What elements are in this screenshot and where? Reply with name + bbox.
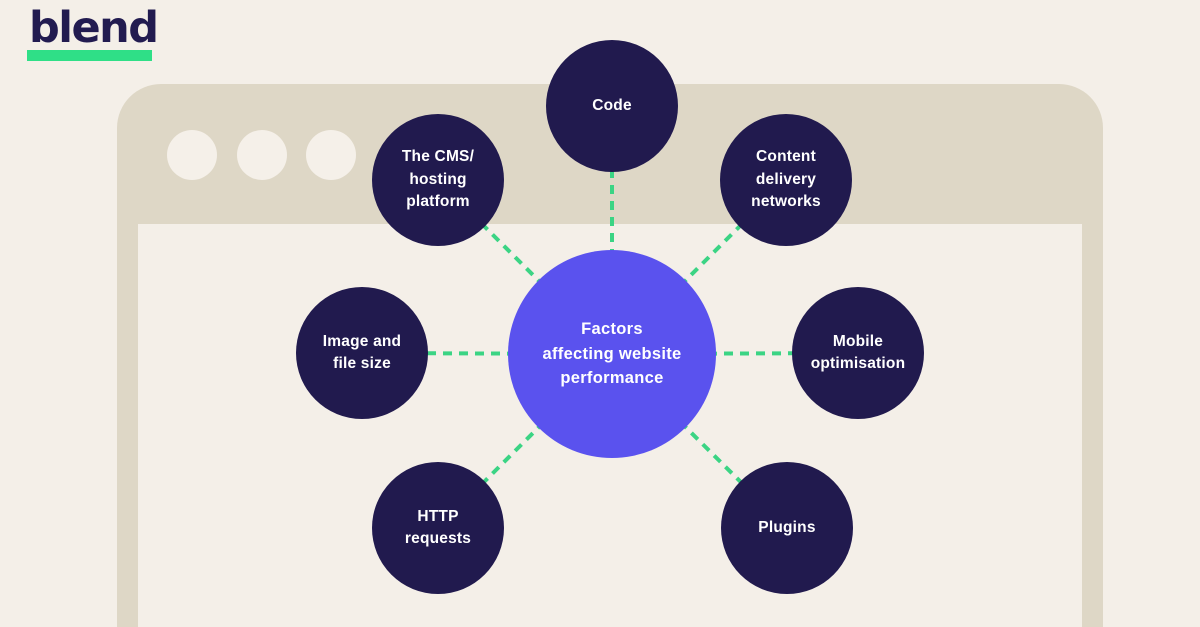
- node-content-delivery-networks: Content delivery networks: [720, 114, 852, 246]
- node-label: Plugins: [758, 518, 816, 536]
- node-label: The CMS/ hosting platform: [401, 148, 475, 211]
- blend-logo: blend: [27, 3, 167, 66]
- node-plugins: Plugins: [721, 462, 853, 594]
- window-dot-icon: [167, 130, 217, 180]
- node-label: HTTP requests: [404, 507, 472, 547]
- logo-text: blend: [29, 3, 159, 53]
- window-dot-icon: [306, 130, 356, 180]
- node-image-and-file-size: Image and file size: [296, 287, 428, 419]
- node-http-requests: HTTP requests: [372, 462, 504, 594]
- node-code: Code: [546, 40, 678, 172]
- window-dot-icon: [237, 130, 287, 180]
- node-label: Content delivery networks: [751, 148, 821, 211]
- center-node-factors: Factors affecting website performance: [508, 250, 716, 458]
- node-cms-hosting-platform: The CMS/ hosting platform: [372, 114, 504, 246]
- node-mobile-optimisation: Mobile optimisation: [792, 287, 924, 419]
- node-label: Image and file size: [322, 332, 402, 372]
- logo-underline-bar: [27, 50, 152, 61]
- node-label: Mobile optimisation: [810, 332, 906, 372]
- node-label: Code: [592, 96, 632, 114]
- center-node-label: Factors affecting website performance: [542, 319, 682, 388]
